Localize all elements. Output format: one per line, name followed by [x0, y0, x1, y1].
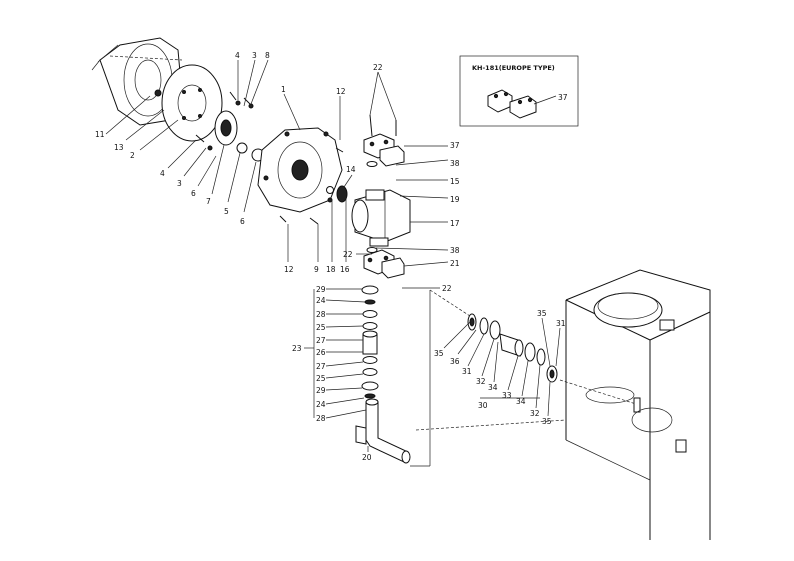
callout-33: 33	[502, 391, 512, 400]
callout-31-left: 31	[462, 367, 472, 376]
callout-35-left: 35	[434, 349, 444, 358]
europe-type-inset	[459, 55, 579, 127]
callout-28-bottom: 28	[316, 414, 326, 423]
callout-26-top: 26	[316, 348, 326, 357]
callout-25-top: 25	[316, 323, 326, 332]
inset-title: KH-181(EUROPE TYPE)	[472, 64, 555, 72]
callout-34-left: 34	[488, 383, 498, 392]
callout-1: 1	[281, 85, 286, 94]
callout-13: 13	[114, 143, 124, 152]
callout-15: 15	[450, 177, 460, 186]
callout-6-right: 6	[240, 217, 245, 226]
pump-adapter-housing	[257, 127, 343, 213]
callout-32-right: 32	[530, 409, 540, 418]
callout-31-right: 31	[556, 319, 566, 328]
callout-22-right: 22	[442, 284, 452, 293]
callout-8: 8	[265, 51, 270, 60]
callout-3-lower: 3	[177, 179, 182, 188]
upper-flanges	[363, 114, 405, 167]
callout-17: 17	[450, 219, 460, 228]
callout-5: 5	[224, 207, 229, 216]
callout-29-top: 29	[316, 285, 326, 294]
callout-22-top: 22	[373, 63, 383, 72]
coupling-hub	[214, 110, 265, 162]
callout-18: 18	[326, 265, 336, 274]
callout-19: 19	[450, 195, 460, 204]
callout-3-top: 3	[252, 51, 257, 60]
adapter-plate	[161, 64, 223, 142]
hydraulic-tank	[565, 269, 711, 540]
callout-27-top: 27	[316, 336, 326, 345]
callout-9: 9	[314, 265, 319, 274]
pump-coupling	[326, 185, 348, 203]
callout-21: 21	[450, 259, 460, 268]
hose-assembly	[467, 313, 558, 383]
callout-25-bottom: 25	[316, 374, 326, 383]
callout-22-mid: 22	[343, 250, 353, 259]
inset-callout-37: 37	[558, 93, 568, 102]
callout-37: 37	[450, 141, 460, 150]
callout-28-top: 28	[316, 310, 326, 319]
callout-12-top: 12	[336, 87, 346, 96]
leader-lines	[105, 59, 637, 467]
callout-24-bottom: 24	[316, 400, 326, 409]
callout-36: 36	[450, 357, 460, 366]
suction-pipe-stack	[361, 285, 379, 399]
callout-38-top: 38	[450, 159, 460, 168]
callout-23: 23	[292, 344, 302, 353]
callout-6-lower: 6	[191, 189, 196, 198]
callout-35-bottom: 35	[542, 417, 552, 426]
callout-4-top: 4	[235, 51, 240, 60]
callout-38-bottom: 38	[450, 246, 460, 255]
gear-pump	[351, 189, 411, 247]
lower-flanges	[363, 247, 405, 279]
callout-4-lower: 4	[160, 169, 165, 178]
callout-11: 11	[95, 130, 105, 139]
mounting-bolts	[195, 91, 344, 225]
callout-32-left: 32	[476, 377, 486, 386]
callout-24-top: 24	[316, 296, 326, 305]
callout-7: 7	[206, 197, 211, 206]
callout-labels: 11 13 2 4 3 6 7 5 6 4 3 8 1 12 12 9 18 1…	[95, 51, 568, 462]
callout-34-right: 34	[516, 397, 526, 406]
callout-2: 2	[130, 151, 135, 160]
callout-29-bottom: 29	[316, 386, 326, 395]
elbow-pipe	[355, 398, 411, 464]
callout-27-bottom: 27	[316, 362, 326, 371]
callout-30: 30	[478, 401, 488, 410]
callout-14: 14	[346, 165, 356, 174]
callout-12-bottom: 12	[284, 265, 294, 274]
callout-35-top: 35	[537, 309, 547, 318]
callout-16: 16	[340, 265, 350, 274]
callout-20: 20	[362, 453, 372, 462]
